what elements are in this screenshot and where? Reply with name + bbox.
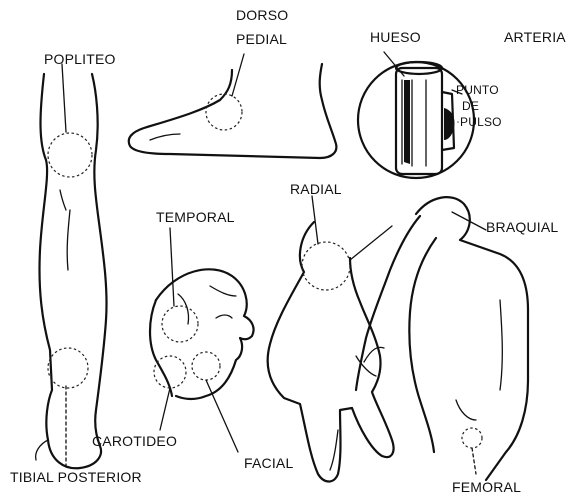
- temporal-pulse-circle: [162, 306, 198, 342]
- label-carotideo: CAROTIDEO: [92, 434, 177, 448]
- label-arteria: ARTERIA: [504, 30, 566, 44]
- label-dorso: DORSO: [236, 8, 288, 22]
- radial-to-body-line: [350, 226, 392, 260]
- carotideo-leader-line: [160, 388, 170, 430]
- label-femoral: FEMORAL: [452, 480, 521, 494]
- leg-drawing: [36, 74, 107, 468]
- radial-pulse-circle: [302, 242, 350, 290]
- dorso-pedial-leader-line: [232, 54, 244, 96]
- facial-leader-line: [206, 380, 238, 452]
- temporal-leader-line: [170, 228, 174, 306]
- hand-drawing: [268, 222, 394, 482]
- popliteal-leader-line: [62, 64, 66, 132]
- dorso-pedial-pulse-circle: [206, 94, 242, 130]
- artery-inset-drawing: [358, 52, 474, 178]
- carotideo-pulse-circle: [154, 356, 186, 388]
- label-braquial: BRAQUIAL: [486, 220, 558, 234]
- label-temporal: TEMPORAL: [156, 210, 235, 224]
- label-pulso: PULSO: [460, 116, 502, 128]
- femoral-leader-line: [472, 448, 476, 474]
- label-tibial-posterior: TIBIAL POSTERIOR: [10, 470, 142, 484]
- facial-pulse-circle: [192, 352, 220, 380]
- label-punto: PUNTO: [456, 84, 499, 96]
- label-facial: FACIAL: [244, 456, 293, 470]
- label-pedial: PEDIAL: [236, 32, 287, 46]
- foot-drawing: [129, 64, 337, 158]
- popliteal-pulse-circle: [48, 133, 92, 177]
- label-de: DE: [462, 100, 479, 112]
- tibial-posterior-pulse-circle: [48, 348, 88, 388]
- label-hueso: HUESO: [370, 30, 421, 44]
- label-radial: RADIAL: [290, 182, 342, 196]
- radial-leader-line: [312, 196, 318, 244]
- label-popliteo: POPLITEO: [44, 52, 116, 66]
- femoral-pulse-circle: [462, 428, 482, 448]
- body-drawing: [356, 197, 528, 480]
